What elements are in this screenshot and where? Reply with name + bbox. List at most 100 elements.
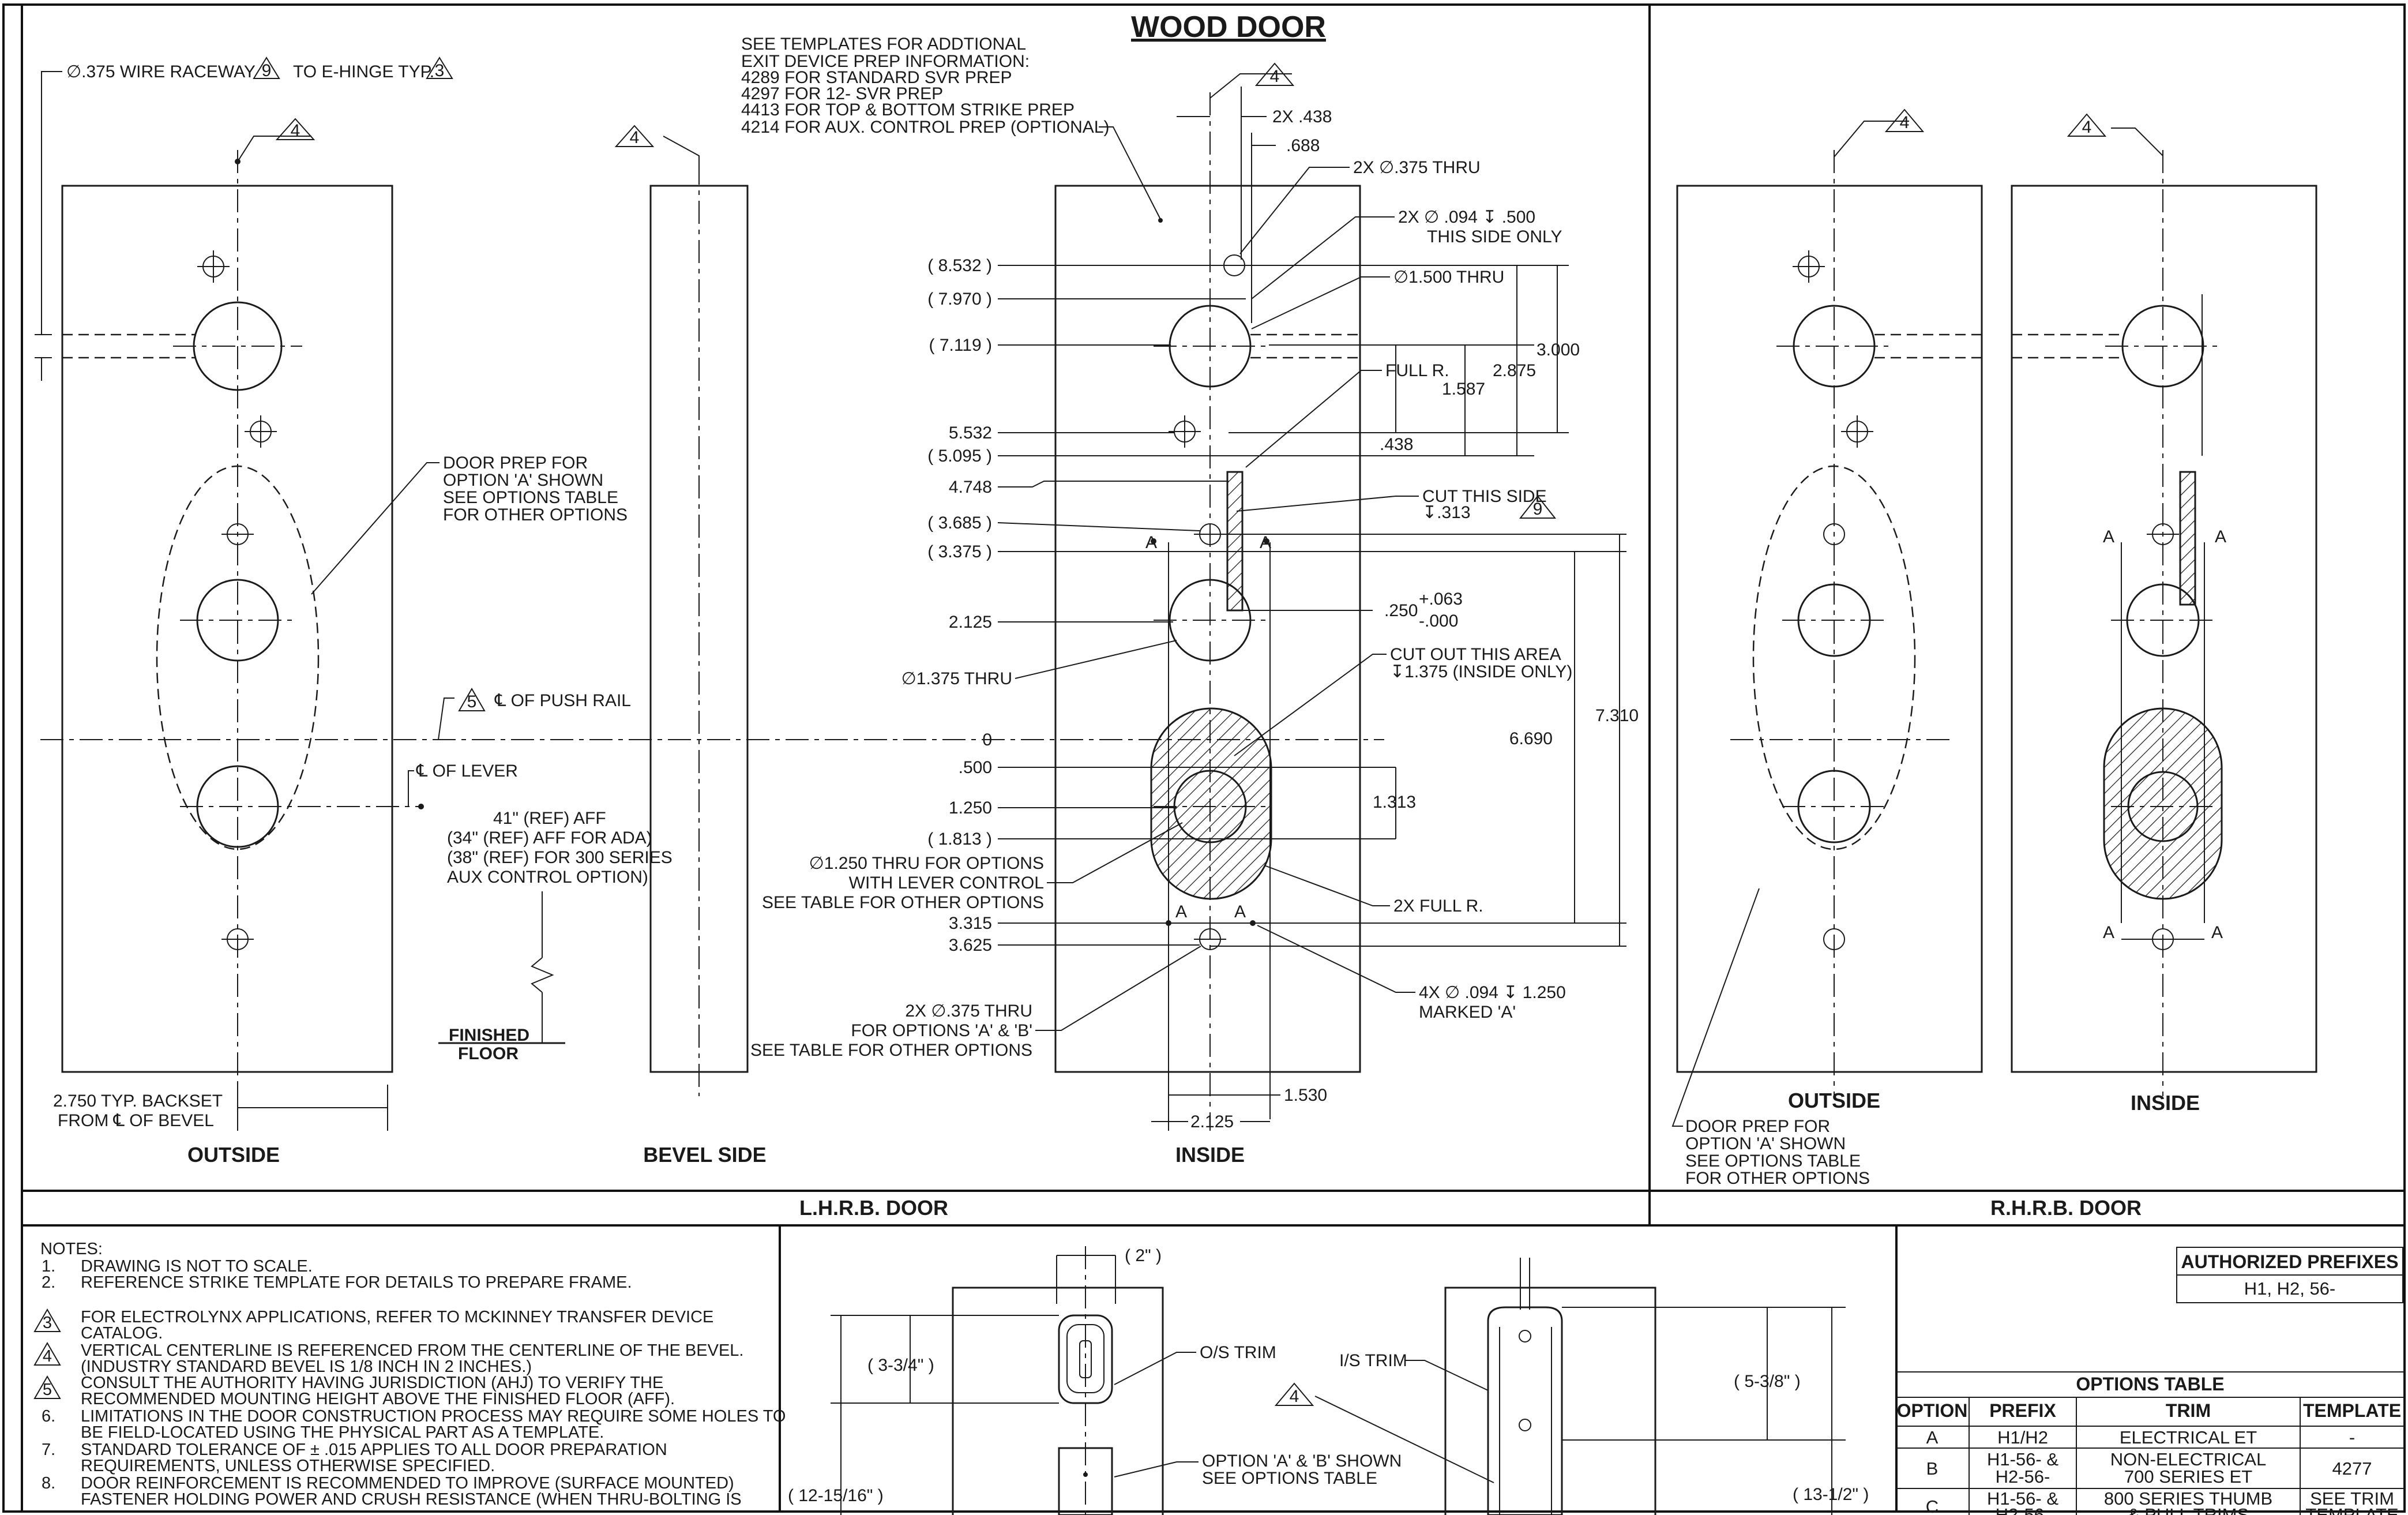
marked-a: MARKED 'A' bbox=[1419, 1003, 1516, 1022]
drawing-frame bbox=[2, 3, 2406, 1513]
full-r2: 2X FULL R. bbox=[1393, 897, 1483, 916]
template-note-line: 4413 FOR TOP & BOTTOM STRIKE PREP bbox=[741, 100, 1075, 119]
note-text: RECOMMENDED MOUNTING HEIGHT ABOVE THE FI… bbox=[81, 1390, 675, 1408]
note-text: FOR ELECTROLYNX APPLICATIONS, REFER TO M… bbox=[81, 1308, 713, 1326]
wire-raceway-note: ∅.375 WIRE RACEWAY 9 TO E-HINGE TYP. 3 bbox=[35, 57, 453, 381]
cell-prefix: H1-56- & bbox=[1987, 1449, 2058, 1469]
lhrb-outside-view: 4 bbox=[40, 118, 1384, 1131]
cut-area: CUT OUT THIS AREA bbox=[1390, 645, 1561, 664]
template-note-line: EXIT DEVICE PREP INFORMATION: bbox=[741, 52, 1030, 71]
cell-trim: & PULL TRIMS bbox=[2128, 1505, 2249, 1515]
cell-trim: 700 SERIES ET bbox=[2124, 1467, 2252, 1487]
lever-hole-line: ∅1.250 THRU FOR OPTIONS bbox=[809, 854, 1044, 873]
note-text: DOOR REINFORCEMENT IS RECOMMENDED TO IMP… bbox=[81, 1474, 734, 1492]
note-text: FASTENER HOLDING POWER AND CRUSH RESISTA… bbox=[81, 1490, 742, 1509]
note-number: 8. bbox=[42, 1474, 55, 1492]
lhrb-outside-label: OUTSIDE bbox=[187, 1143, 280, 1167]
dim-2x-438: 2X .438 bbox=[1272, 107, 1332, 126]
note-number: 3 bbox=[43, 1314, 52, 1332]
note-text: BE FIELD-LOCATED USING THE PHYSICAL PART… bbox=[81, 1423, 604, 1442]
finished-floor-label: FINISHED bbox=[449, 1026, 529, 1045]
mark-a: A bbox=[1260, 533, 1271, 552]
triangle-4-label: 4 bbox=[1900, 113, 1910, 132]
trim-view: ( 2" ) ( 3-3/4" ) ( 12-15/16" ) O/S TRIM… bbox=[788, 1246, 1869, 1515]
dim-2125b: 2.125 bbox=[1190, 1112, 1234, 1131]
trim-dim-1312: ( 13-1/2" ) bbox=[1793, 1485, 1869, 1504]
dim-0: 0 bbox=[982, 730, 992, 749]
col-template: TEMPLATE bbox=[2303, 1400, 2401, 1421]
template-note-line: SEE TEMPLATES FOR ADDTIONAL bbox=[741, 35, 1026, 54]
mark-a: A bbox=[2103, 923, 2114, 942]
door-prep-line: SEE OPTIONS TABLE bbox=[1685, 1152, 1861, 1171]
bevel-side-view: 4 bbox=[614, 125, 749, 1096]
authorized-prefixes-header: AUTHORIZED PREFIXES bbox=[2181, 1251, 2399, 1272]
aff-line: 41" (REF) AFF bbox=[493, 809, 606, 828]
notes-header: NOTES: bbox=[40, 1240, 103, 1258]
is-trim-label: I/S TRIM bbox=[1339, 1351, 1407, 1370]
cell-option: A bbox=[1926, 1427, 1939, 1447]
cell-template: 4277 bbox=[2332, 1458, 2372, 1479]
backset-line: FROM ℄ OF BEVEL bbox=[58, 1111, 214, 1130]
dim-438: .438 bbox=[1380, 435, 1413, 454]
this-side-only: THIS SIDE ONLY bbox=[1427, 227, 1562, 246]
door-prep-line: OPTION 'A' SHOWN bbox=[1685, 1134, 1846, 1153]
dim-1250: 1.250 bbox=[949, 798, 992, 817]
dim-375-thru: 2X ∅.375 THRU bbox=[1353, 158, 1481, 177]
bottom-hole-note: 2X ∅.375 THRU FOR OPTIONS 'A' & 'B' SEE … bbox=[750, 946, 1201, 1060]
aff-line: AUX CONTROL OPTION) bbox=[447, 868, 648, 887]
cut-area-depth: ↧1.375 (INSIDE ONLY) bbox=[1390, 662, 1572, 681]
dim-7970: ( 7.970 ) bbox=[927, 290, 992, 309]
cell-trim: NON-ELECTRICAL bbox=[2110, 1449, 2266, 1469]
dim-4748: 4.748 bbox=[949, 478, 992, 497]
mark-a: A bbox=[1175, 902, 1187, 921]
col-trim: TRIM bbox=[2166, 1400, 2211, 1421]
lhrb-door-prep-note: DOOR PREP FOR OPTION 'A' SHOWN SEE OPTIO… bbox=[311, 453, 628, 595]
trim-dim-538: ( 5-3/8" ) bbox=[1734, 1372, 1801, 1391]
cell-prefix: H1/H2 bbox=[1997, 1427, 2048, 1447]
door-prep-line: SEE OPTIONS TABLE bbox=[443, 488, 618, 507]
cell-trim: 800 SERIES THUMB bbox=[2104, 1488, 2272, 1509]
wire-raceway-mid: TO E-HINGE TYP. bbox=[293, 62, 434, 81]
cut-this-side: CUT THIS SIDE bbox=[1422, 487, 1547, 506]
inside-right-dimensions: 2X .438 .688 2X ∅.375 THRU 2X ∅ .094 ↧ .… bbox=[1151, 87, 1639, 1131]
dim-7119: ( 7.119 ) bbox=[929, 336, 993, 355]
dim-5532: 5.532 bbox=[949, 423, 992, 442]
rhrb-section-title: R.H.R.B. DOOR bbox=[1990, 1196, 2142, 1220]
centerline-notes: 5 ℄ OF PUSH RAIL ℄ OF LEVER 41" (REF) AF… bbox=[408, 688, 673, 1063]
note-text: CATALOG. bbox=[81, 1324, 163, 1342]
options-table: OPTIONS TABLE OPTION PREFIX TRIM TEMPLAT… bbox=[1896, 1371, 2405, 1515]
rhrb-outside-label: OUTSIDE bbox=[1788, 1089, 1880, 1112]
tol-minus: -.000 bbox=[1419, 612, 1458, 631]
dim-3000: 3.000 bbox=[1537, 340, 1580, 359]
dim-1813: ( 1.813 ) bbox=[927, 830, 992, 849]
dim-500: .500 bbox=[959, 758, 992, 777]
rhrb-door-prep-note: DOOR PREP FOR OPTION 'A' SHOWN SEE OPTIO… bbox=[1671, 888, 1870, 1188]
mark-a: A bbox=[1234, 902, 1246, 921]
triangle-4-label: 4 bbox=[630, 128, 640, 147]
full-r-label: FULL R. bbox=[1385, 361, 1449, 380]
cell-prefix: H2-56- bbox=[1996, 1467, 2050, 1487]
dim-1530: 1.530 bbox=[1284, 1086, 1327, 1105]
note-text: CONSULT THE AUTHORITY HAVING JURISDICTIO… bbox=[81, 1374, 663, 1392]
lhrb-inside-label: INSIDE bbox=[1175, 1143, 1245, 1167]
dim-3685: ( 3.685 ) bbox=[927, 513, 992, 532]
dim-3625: 3.625 bbox=[949, 936, 992, 955]
triangle-4-label: 4 bbox=[291, 121, 300, 140]
dim-2875: 2.875 bbox=[1493, 361, 1536, 380]
template-note-line: 4214 FOR AUX. CONTROL PREP (OPTIONAL) bbox=[741, 118, 1110, 137]
note-text: DRAWING IS NOT TO SCALE. bbox=[81, 1257, 313, 1276]
aff-line: (38" (REF) FOR 300 SERIES bbox=[447, 848, 673, 867]
dim-3315: 3.315 bbox=[949, 914, 992, 933]
trim-triangle-4: 4 bbox=[1290, 1387, 1299, 1406]
triangle-5-label: 5 bbox=[467, 692, 477, 711]
cell-template: - bbox=[2349, 1427, 2355, 1447]
note-number: 1. bbox=[42, 1257, 55, 1276]
note-text: (INDUSTRY STANDARD BEVEL IS 1/8 INCH IN … bbox=[81, 1357, 532, 1376]
template-note-line: 4297 FOR 12- SVR PREP bbox=[741, 84, 943, 103]
cell-prefix: H2-56- bbox=[1996, 1505, 2050, 1515]
wire-raceway-text: ∅.375 WIRE RACEWAY bbox=[66, 62, 256, 81]
note-number: 4 bbox=[43, 1347, 52, 1366]
note-text: LIMITATIONS IN THE DOOR CONSTRUCTION PRO… bbox=[81, 1407, 786, 1426]
template-note-line: 4289 FOR STANDARD SVR PREP bbox=[741, 68, 1012, 87]
note-number: 2. bbox=[42, 1273, 55, 1292]
